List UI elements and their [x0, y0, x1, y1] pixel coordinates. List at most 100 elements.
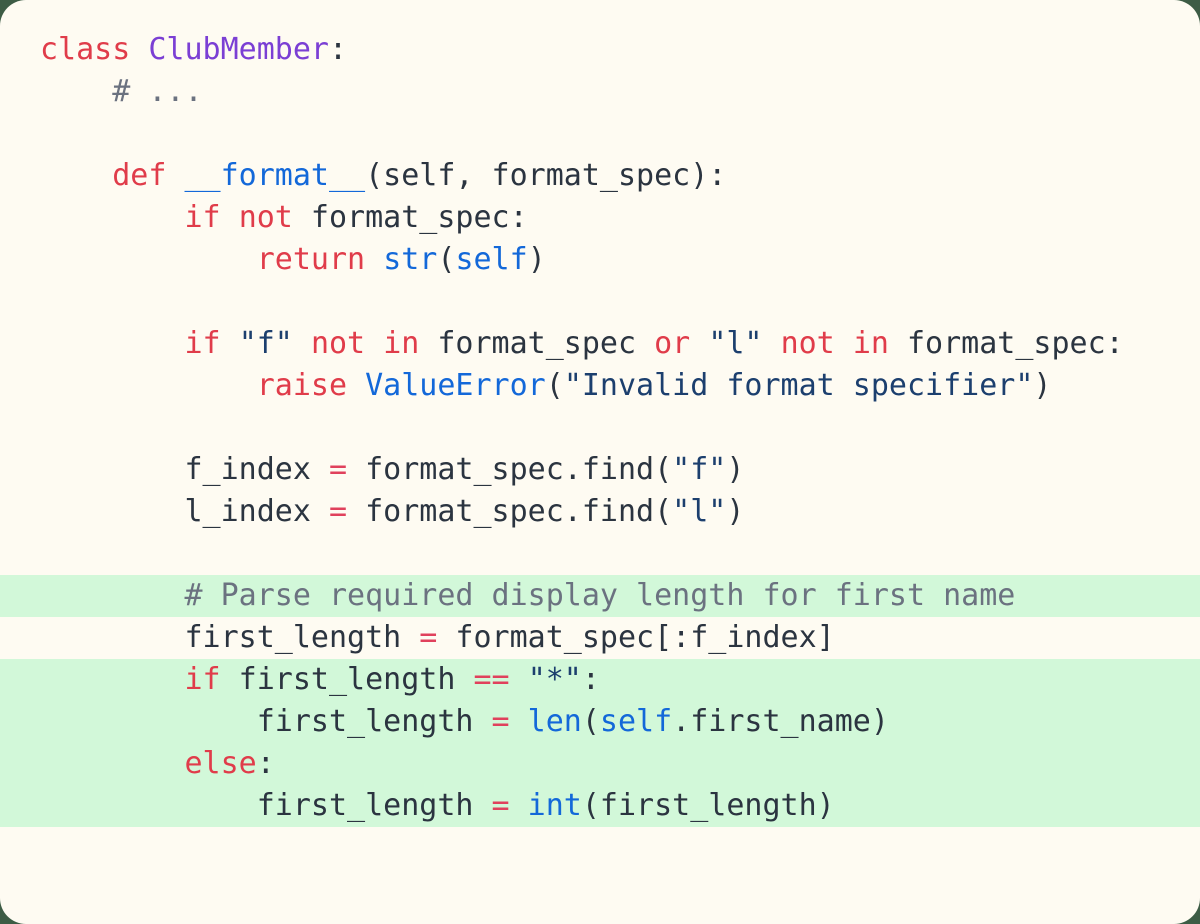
code-line: first_length = len(self.first_name) [0, 701, 1200, 743]
token-punc: ( [545, 368, 564, 403]
token-comment: # Parse required display length for firs… [184, 578, 1016, 613]
code-line [0, 113, 1200, 155]
token-fn: __format__ [184, 158, 366, 193]
token-plain [40, 200, 185, 235]
token-kw: in [852, 326, 889, 361]
token-str: "l" [708, 326, 763, 361]
token-plain: f_index [40, 452, 329, 487]
token-plain [221, 200, 239, 235]
code-line [0, 533, 1200, 575]
token-kw: raise [256, 368, 348, 403]
token-plain [690, 326, 708, 361]
token-plain: first_length [40, 620, 420, 655]
token-punc: ) [1033, 368, 1052, 403]
token-plain: first_length [220, 662, 474, 697]
token-self: self [455, 242, 528, 277]
token-plain: l_index [40, 494, 329, 529]
code-line: if first_length == "*": [0, 659, 1200, 701]
token-plain: .first_name) [672, 704, 889, 739]
token-kw: or [654, 326, 691, 361]
token-kw: not [780, 326, 835, 361]
token-plain: first_length [40, 788, 492, 823]
token-plain [221, 326, 239, 361]
token-comment: # ... [112, 74, 203, 109]
token-punc: ( [437, 242, 456, 277]
token-plain [347, 368, 365, 403]
token-op: = [491, 704, 510, 739]
code-line: l_index = format_spec.find("l") [0, 491, 1200, 533]
token-builtin: ValueError [365, 368, 546, 403]
token-plain: format_spec.find( [347, 494, 673, 529]
token-builtin: str [383, 242, 438, 277]
code-line: if "f" not in format_spec or "l" not in … [0, 323, 1200, 365]
token-plain [40, 326, 185, 361]
token-kw: class [40, 32, 131, 67]
code-line: if not format_spec: [0, 197, 1200, 239]
token-str: "f" [672, 452, 727, 487]
token-kw: not [238, 200, 293, 235]
code-line: # ... [0, 71, 1200, 113]
token-plain: format_spec: [292, 200, 528, 235]
token-plain: first_length [40, 704, 492, 739]
token-class: ClubMember [148, 32, 329, 67]
token-plain: format_spec [419, 326, 655, 361]
token-plain: format_spec.find( [347, 452, 673, 487]
token-kw: return [256, 242, 366, 277]
code-line: return str(self) [0, 239, 1200, 281]
code-line [0, 281, 1200, 323]
code-line: # Parse required display length for firs… [0, 575, 1200, 617]
token-plain [835, 326, 853, 361]
code-line: raise ValueError("Invalid format specifi… [0, 365, 1200, 407]
token-plain [40, 368, 257, 403]
token-plain: format_spec[:f_index] [437, 620, 835, 655]
token-punc: ( [581, 704, 600, 739]
token-str: "l" [672, 494, 727, 529]
token-str: "*" [527, 662, 582, 697]
token-kw: if [184, 200, 221, 235]
token-plain [40, 74, 112, 109]
token-punc: ) [527, 242, 546, 277]
token-plain [40, 242, 257, 277]
token-punc: : [329, 32, 348, 67]
token-op: = [491, 788, 510, 823]
token-plain [40, 746, 185, 781]
token-op: = [328, 494, 348, 529]
code-line: class ClubMember: [0, 29, 1200, 71]
token-punc: ( [581, 788, 600, 823]
code-line: first_length = format_spec[:f_index] [0, 617, 1200, 659]
token-op: = [419, 620, 438, 655]
token-plain [40, 158, 112, 193]
code-block[interactable]: class ClubMember: # ... def __format__(s… [0, 29, 1200, 827]
token-punc: : [256, 746, 275, 781]
code-line: f_index = format_spec.find("f") [0, 449, 1200, 491]
token-punc: ) [726, 494, 745, 529]
token-builtin: len [527, 704, 582, 739]
token-plain [40, 578, 185, 613]
token-kw: if [184, 326, 221, 361]
token-plain [510, 704, 528, 739]
token-plain: format_spec: [888, 326, 1124, 361]
code-line: first_length = int(first_length) [0, 785, 1200, 827]
token-plain [40, 662, 185, 697]
token-plain [510, 662, 528, 697]
token-plain [365, 326, 383, 361]
token-str: "f" [238, 326, 293, 361]
token-plain [293, 326, 311, 361]
token-kw: def [112, 158, 167, 193]
token-plain: first_length) [599, 788, 835, 823]
token-plain [130, 32, 148, 67]
token-plain [763, 326, 781, 361]
token-punc: ) [726, 452, 745, 487]
token-kw: not [310, 326, 366, 361]
token-plain [365, 242, 383, 277]
code-line: else: [0, 743, 1200, 785]
code-line: def __format__(self, format_spec): [0, 155, 1200, 197]
token-op: == [473, 662, 510, 697]
token-kw: else [184, 746, 257, 781]
token-self: self [599, 704, 673, 739]
token-plain [510, 788, 528, 823]
token-plain [166, 158, 184, 193]
token-op: = [328, 452, 348, 487]
token-plain: (self, format_spec): [365, 158, 727, 193]
